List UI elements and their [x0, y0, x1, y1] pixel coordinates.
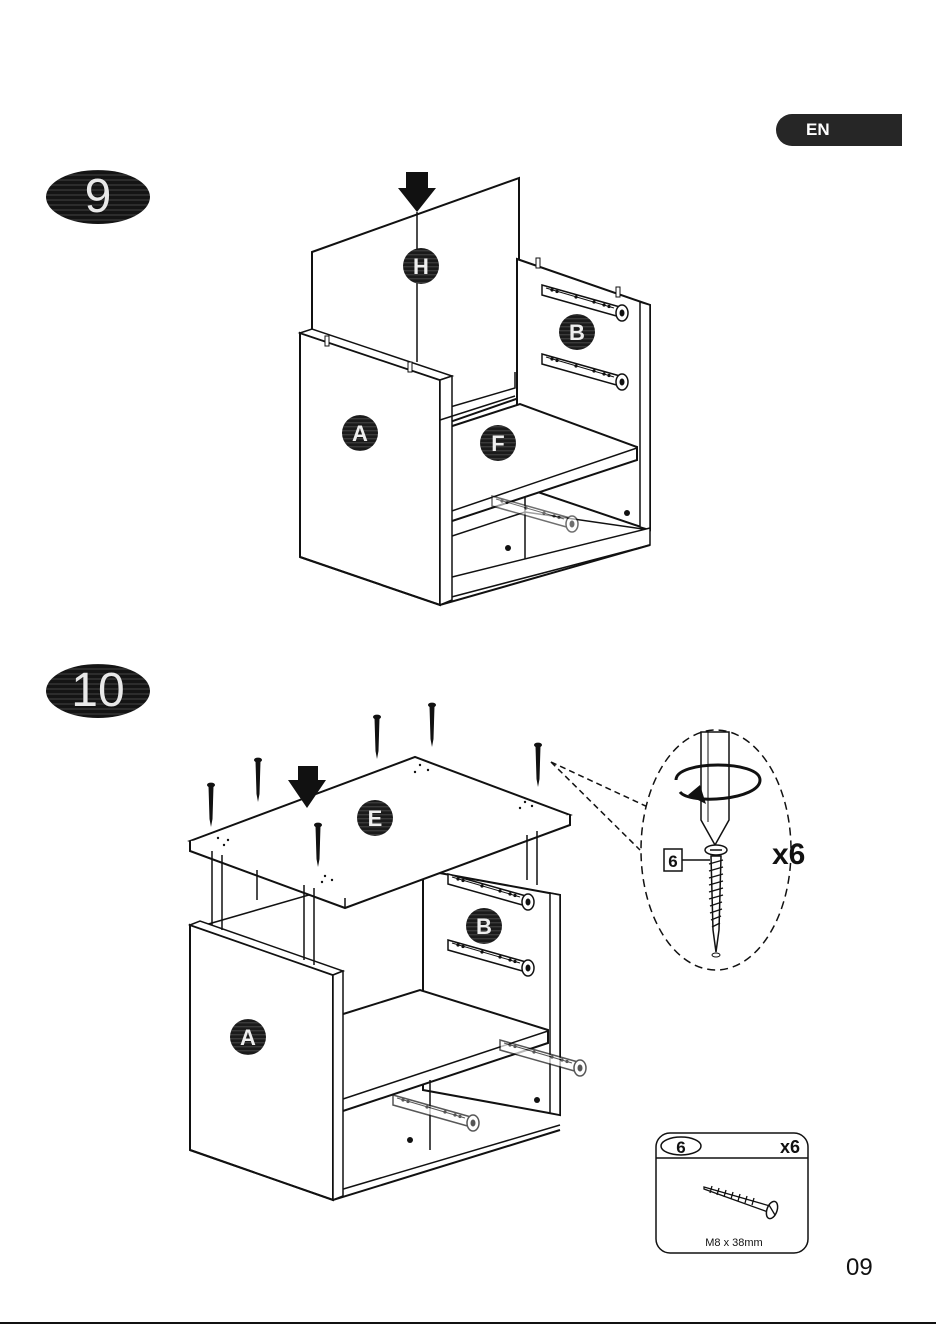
- screwdriver-detail: 6 x6: [551, 730, 805, 970]
- hardware-quantity: x6: [780, 1137, 800, 1157]
- part-label-f: F: [491, 431, 504, 456]
- part-label-h: H: [413, 254, 429, 279]
- page-number: 09: [846, 1254, 873, 1282]
- hardware-part-number: 6: [676, 1138, 685, 1157]
- part-label-e: E: [368, 806, 383, 831]
- hardware-spec: M8 x 38mm: [705, 1237, 762, 1249]
- detail-quantity: x6: [772, 838, 805, 871]
- step-9-figure: [300, 172, 650, 605]
- step-10-figure: [190, 703, 586, 1200]
- part-label-b2: B: [476, 914, 492, 939]
- part-label-a: A: [352, 421, 368, 446]
- part-label-a2: A: [240, 1025, 256, 1050]
- part-label-b: B: [569, 320, 585, 345]
- detail-part-number: 6: [668, 852, 677, 871]
- hardware-box: 6 x6 M8 x 38mm: [656, 1133, 808, 1253]
